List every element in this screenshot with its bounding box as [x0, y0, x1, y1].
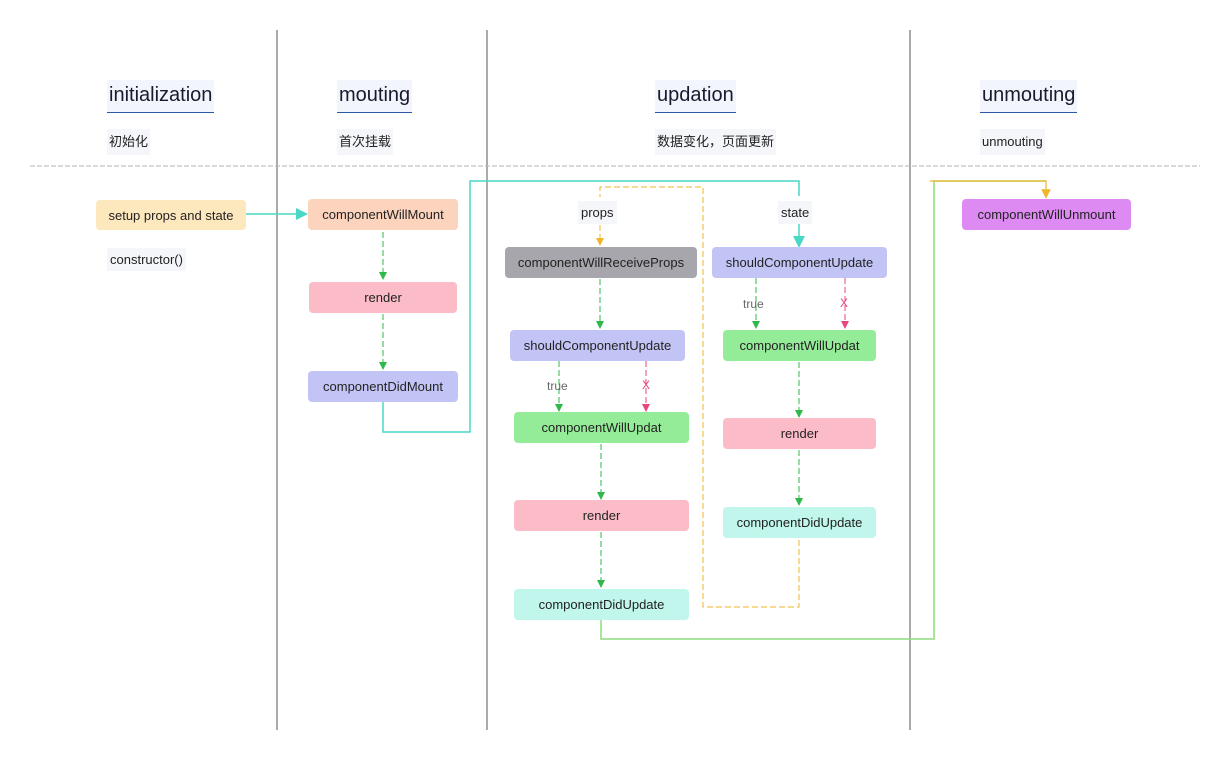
state-false-mark: X — [840, 296, 849, 310]
constructor-label: constructor() — [107, 248, 186, 271]
subtitle-initialization: 初始化 — [107, 129, 151, 155]
subtitle-updation: 数据变化，页面更新 — [655, 129, 777, 155]
mount-render-node: render — [309, 282, 457, 313]
props-true-label: true — [547, 379, 568, 393]
state-label: state — [778, 201, 813, 224]
state-true-label: true — [743, 297, 764, 311]
heading-unmouting: unmouting — [980, 80, 1078, 113]
component-will-receive-props-node: componentWillReceiveProps — [505, 247, 697, 278]
props-label: props — [578, 201, 617, 224]
setup-props-state-node: setup props and state — [96, 200, 246, 230]
props-should-component-update-node: shouldComponentUpdate — [510, 330, 685, 361]
subtitle-unmouting: unmouting — [980, 129, 1045, 155]
heading-mouting: mouting — [337, 80, 413, 113]
state-component-did-update-node: componentDidUpdate — [723, 507, 876, 538]
heading-updation: updation — [655, 80, 736, 113]
props-component-did-update-node: componentDidUpdate — [514, 589, 689, 620]
props-false-mark: X — [642, 378, 651, 392]
subtitle-mouting: 首次挂载 — [337, 129, 394, 155]
state-should-component-update-node: shouldComponentUpdate — [712, 247, 887, 278]
heading-initialization: initialization — [107, 80, 215, 113]
props-render-node: render — [514, 500, 689, 531]
component-did-mount-node: componentDidMount — [308, 371, 458, 402]
component-will-unmount-node: componentWillUnmount — [962, 199, 1131, 230]
props-component-will-update-node: componentWillUpdat — [514, 412, 689, 443]
state-component-will-update-node: componentWillUpdat — [723, 330, 876, 361]
component-will-mount-node: componentWillMount — [308, 199, 458, 230]
state-render-node: render — [723, 418, 876, 449]
